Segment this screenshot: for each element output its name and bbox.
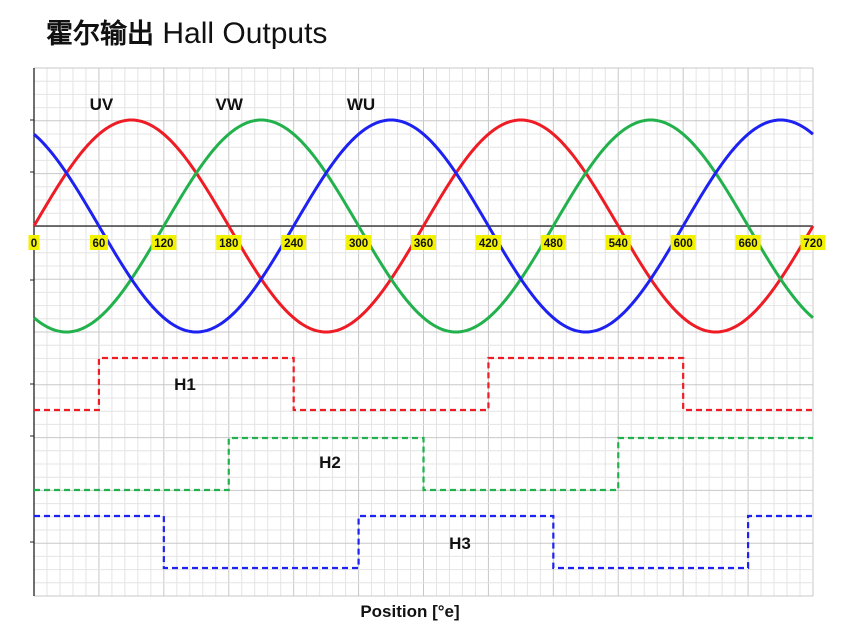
- x-tick-180: 180: [216, 235, 242, 250]
- digital-label-h2: H2: [319, 453, 341, 472]
- x-tick-0: 0: [28, 235, 40, 250]
- svg-text:300: 300: [349, 238, 368, 250]
- x-tick-660: 660: [735, 235, 761, 250]
- x-tick-60: 60: [89, 235, 108, 250]
- x-tick-420: 420: [475, 235, 501, 250]
- x-tick-600: 600: [670, 235, 696, 250]
- series-label-wu: WU: [347, 95, 375, 114]
- digital-label-h3: H3: [449, 534, 471, 553]
- digital-series: [34, 356, 813, 570]
- x-tick-720: 720: [800, 235, 826, 250]
- svg-text:60: 60: [93, 238, 106, 250]
- series-line-vw: [33, 118, 814, 334]
- svg-text:240: 240: [284, 238, 303, 250]
- digital-line-h2: [34, 436, 813, 492]
- analog-series: [32, 118, 815, 334]
- x-tick-120: 120: [151, 235, 177, 250]
- svg-text:720: 720: [803, 238, 822, 250]
- x-axis-label: Position [°e]: [360, 602, 459, 621]
- x-tick-labels: 0 60 120 180 240 300 360 420 480 540 600 660 720: [28, 235, 826, 250]
- svg-text:540: 540: [609, 238, 628, 250]
- svg-text:360: 360: [414, 238, 433, 250]
- x-tick-240: 240: [281, 235, 307, 250]
- digital-line-h3: [34, 514, 813, 570]
- svg-text:660: 660: [738, 238, 757, 250]
- series-line-uv: [32, 118, 815, 334]
- svg-text:120: 120: [154, 238, 173, 250]
- series-label-uv: UV: [90, 95, 114, 114]
- title-english: Hall Outputs: [162, 17, 328, 50]
- series-line-wu: [33, 118, 814, 334]
- digital-label-h1: H1: [174, 375, 196, 394]
- svg-text:0: 0: [31, 238, 37, 250]
- page-title: 霍尔输出 Hall Outputs: [46, 12, 327, 51]
- x-tick-360: 360: [411, 235, 436, 250]
- x-tick-540: 540: [605, 235, 631, 250]
- digital-line-h1: [34, 356, 813, 412]
- x-tick-480: 480: [540, 235, 566, 250]
- grid: [33, 67, 814, 597]
- x-tick-300: 300: [346, 235, 372, 250]
- svg-text:420: 420: [479, 238, 498, 250]
- svg-text:480: 480: [544, 238, 563, 250]
- svg-text:180: 180: [219, 238, 238, 250]
- series-label-vw: VW: [216, 95, 244, 114]
- title-chinese: 霍尔输出: [46, 19, 154, 50]
- svg-text:600: 600: [674, 238, 693, 250]
